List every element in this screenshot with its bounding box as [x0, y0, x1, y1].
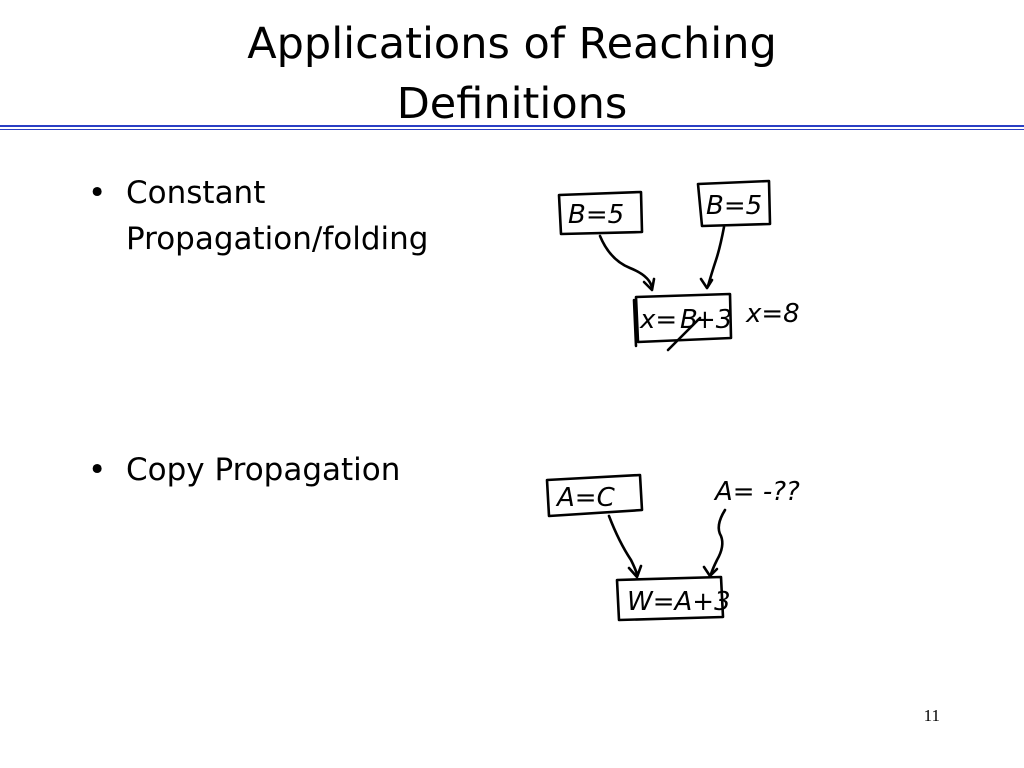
box-bottom: [615, 575, 725, 622]
box-top-label: A=C: [555, 483, 616, 513]
arrow-unknown-to-bottom: [709, 508, 727, 576]
box-left-label: B=5: [568, 200, 624, 230]
bullet-dot: •: [88, 175, 107, 211]
arrow-left-to-bottom: [598, 234, 654, 290]
folded-result: x=8: [745, 299, 800, 329]
arrow-head-left: [642, 277, 656, 292]
arrow-head-top: [627, 564, 643, 579]
box-bottom: [634, 292, 733, 344]
slide-title-line-2: Definitions: [396, 79, 628, 129]
box-bottom-label: W=A+3: [627, 587, 731, 617]
slide-number: 11: [923, 706, 940, 725]
arrow-head-unknown: [702, 565, 719, 578]
box-right-label: B=5: [706, 191, 762, 221]
bullet-text: Copy Propagation: [126, 452, 401, 488]
box-bottom-label-right: +3: [694, 305, 732, 335]
bullet-text-line-1: Constant: [126, 175, 266, 211]
bullet-text-line-2: Propagation/folding: [126, 221, 429, 257]
box-left: [557, 190, 644, 236]
bullet-text: Constant Propagation/folding: [126, 170, 428, 262]
box-bottom-tick: [632, 298, 638, 348]
box-bottom-struck-var: B: [680, 305, 698, 335]
box-top: [545, 473, 644, 518]
box-bottom-label-left: x=: [639, 305, 677, 335]
arrow-right-to-bottom: [706, 225, 726, 288]
strike-mark: [666, 316, 702, 352]
arrow-head-right: [699, 277, 714, 290]
unknown-definition: A= -??: [713, 477, 800, 507]
title-divider-thin: [0, 129, 1024, 130]
copy-propagation-diagram: A=C A= -?? W=A+3: [545, 473, 800, 622]
slide-title-line-1: Applications of Reaching: [247, 19, 777, 69]
constant-propagation-diagram: B=5 B=5 x= B +3 x=8: [557, 179, 800, 352]
bullet-dot: •: [88, 452, 107, 488]
slide-title: Applications of Reaching Definitions: [0, 14, 1024, 134]
box-right: [696, 179, 772, 228]
arrow-top-to-bottom: [607, 514, 639, 576]
title-divider: [0, 125, 1024, 127]
